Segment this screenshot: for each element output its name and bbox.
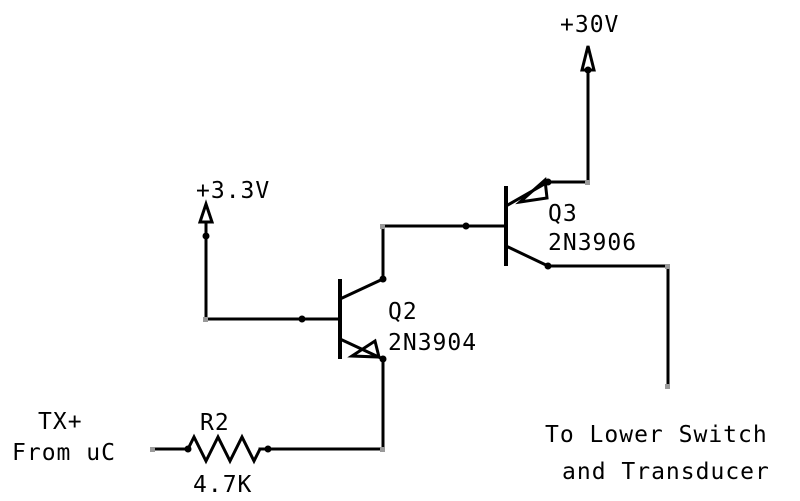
junction-dots <box>184 66 592 453</box>
pin-endpoints <box>150 180 670 452</box>
r2-ref-label: R2 <box>200 410 230 436</box>
q2-part-label: 2N3904 <box>388 330 477 356</box>
input-label-line1: TX+ <box>38 409 83 435</box>
q3-transistor-symbol <box>464 176 670 388</box>
supply-3v3-symbol <box>197 199 342 321</box>
supply-3v3-label: +3.3V <box>196 178 270 204</box>
r2-value-label: 4.7K <box>193 472 252 498</box>
supply-30v-label: +30V <box>560 12 619 38</box>
q3-part-label: 2N3906 <box>548 230 637 256</box>
q2-ref-label: Q2 <box>388 299 418 325</box>
output-label-line2: and Transducer <box>562 459 770 485</box>
q2-transistor-symbol <box>338 224 385 451</box>
input-label-line2: From uC <box>12 440 116 466</box>
input-resistor-network <box>150 433 385 465</box>
q3-ref-label: Q3 <box>548 201 578 227</box>
supply-30v-symbol <box>580 45 596 184</box>
output-label-line1: To Lower Switch <box>545 422 768 448</box>
